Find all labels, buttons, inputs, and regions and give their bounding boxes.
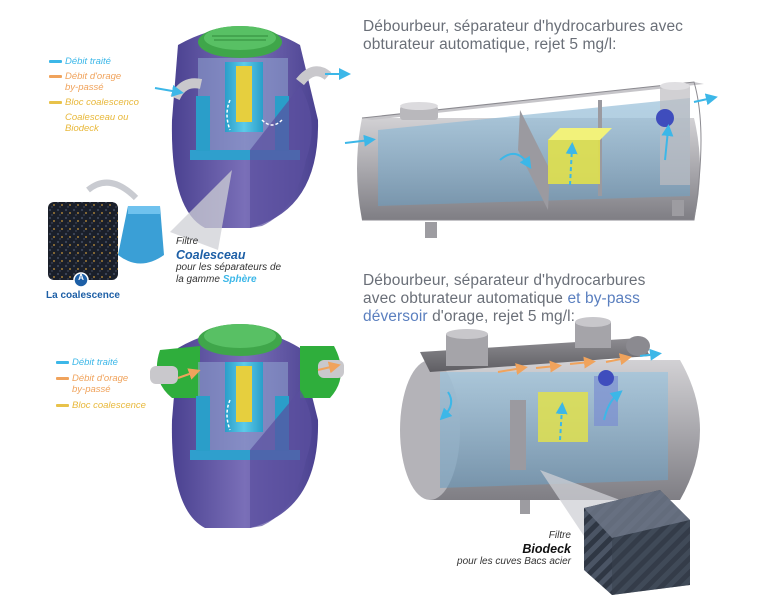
legend-item-storm: Débit d'orage xyxy=(49,71,169,82)
legend-item-coalesceau: Coalesceau ou xyxy=(65,112,129,123)
caption-brand-coalesceau: Coalesceau xyxy=(176,248,246,262)
caption-brand-sphere: Sphère xyxy=(222,274,257,285)
legend-item-block: Bloc coalescenco xyxy=(49,97,169,108)
legend-swatch xyxy=(49,59,62,63)
sphere-separator-top xyxy=(154,26,351,228)
title-top-right: Débourbeur, séparateur d'hydrocarbures a… xyxy=(363,18,684,53)
caption-filter-label: Filtre xyxy=(176,236,199,247)
caption-line: pour les cuves Bacs acier xyxy=(457,556,571,567)
legend-swatch xyxy=(56,403,69,407)
callout-pointer xyxy=(170,170,232,250)
legend-item-treated: Débit traité xyxy=(49,56,169,67)
legend-top: Débit traité Débit d'orage by-passé Bloc… xyxy=(49,56,169,134)
biodeck-caption: Filtre Biodeck pour les cuves Bacs acier xyxy=(436,530,571,568)
steel-tank-bottom xyxy=(400,317,700,514)
legend-item-bypass: by-passé xyxy=(72,384,111,395)
sphere-separator-bottom xyxy=(150,324,344,528)
legend-swatch xyxy=(56,376,69,380)
legend-item-bypass: by-passé xyxy=(65,82,104,93)
caption-filter-label: Filtre xyxy=(548,530,571,541)
legend-bottom: Débit traité Débit d'orage by-passé Bloc… xyxy=(56,357,176,411)
caption-line: la gamme Sphère xyxy=(176,274,257,285)
biodeck-filter-block xyxy=(584,490,690,595)
coalescence-media-closeup xyxy=(48,179,164,288)
legend-item-treated: Débit traité xyxy=(56,357,176,368)
badge-a: A xyxy=(78,273,84,282)
legend-item-storm: Débit d'orage xyxy=(56,373,176,384)
coalescence-label: La coalescence xyxy=(46,290,120,301)
legend-swatch xyxy=(49,100,62,104)
legend-item-biodeck: Biodeck xyxy=(65,123,99,134)
title-bottom-right: Débourbeur, séparateur d'hydrocarbures a… xyxy=(363,272,646,325)
legend-swatch xyxy=(56,360,69,364)
caption-brand-biodeck: Biodeck xyxy=(522,542,571,556)
coalesceau-caption: Filtre Coalesceau pour les séparateurs d… xyxy=(176,236,306,286)
legend-item-block: Bloc coalescence xyxy=(56,400,176,411)
legend-swatch xyxy=(49,74,62,78)
steel-tank-top xyxy=(344,81,718,238)
caption-line: pour les séparateurs de xyxy=(176,262,282,273)
